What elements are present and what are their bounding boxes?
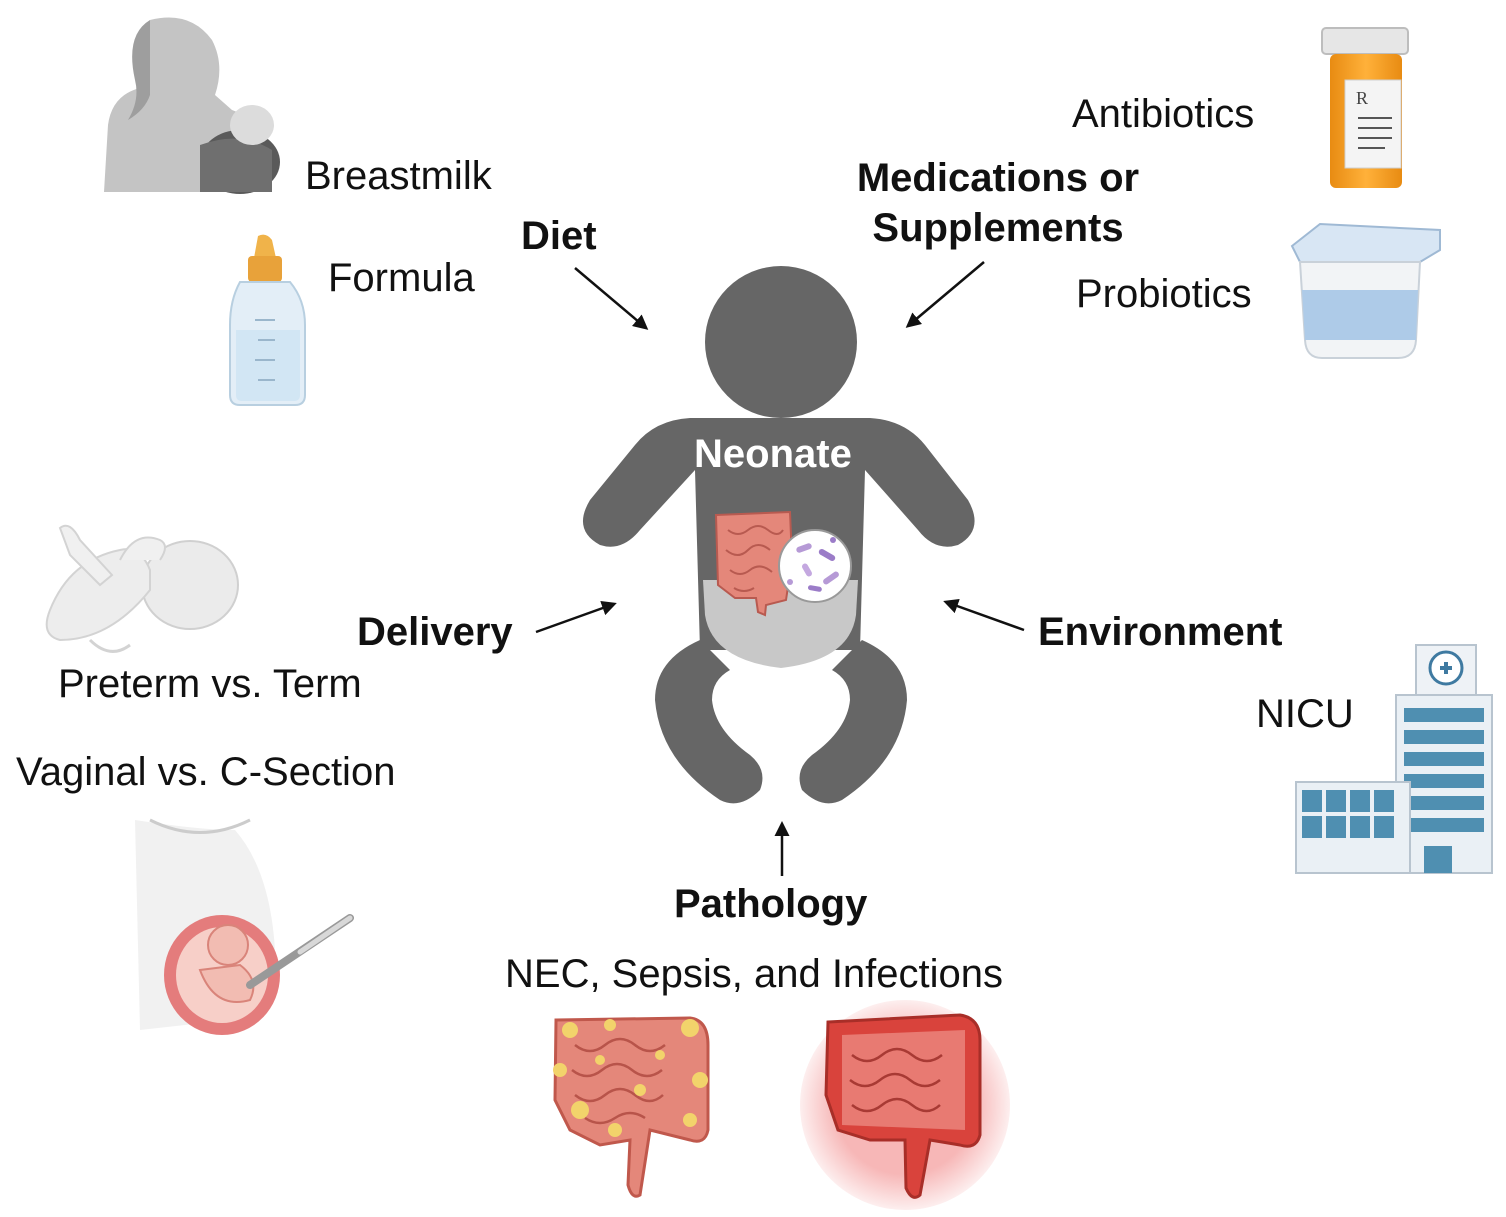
formula-label: Formula <box>328 256 475 300</box>
hospital-icon <box>1295 644 1493 874</box>
antibiotics-label: Antibiotics <box>1072 92 1255 136</box>
neonate-figure <box>582 266 975 804</box>
vaginal-csection-label: Vaginal vs. C-Section <box>16 750 396 794</box>
neonate-label: Neonate <box>694 432 852 476</box>
preterm-term-label: Preterm vs. Term <box>58 662 362 706</box>
breastfeeding-mother-icon <box>104 17 280 194</box>
preterm-fetus-icon <box>45 524 239 653</box>
rx-symbol: R <box>1356 88 1368 108</box>
antibiotics-bottle-icon: R <box>1321 27 1409 188</box>
baby-bottle-icon <box>229 234 306 406</box>
environment-arrow <box>943 598 1025 632</box>
neonate-head <box>705 266 857 418</box>
nec-intestine-icon <box>553 1016 710 1198</box>
diet-arrow <box>574 267 649 330</box>
medications-arrow <box>905 261 985 328</box>
microbiome-icon <box>778 529 852 603</box>
c-section-icon <box>135 818 354 1035</box>
pathology-conditions-label: NEC, Sepsis, and Infections <box>505 952 1004 996</box>
probiotics-cup-icon <box>1290 222 1441 359</box>
nicu-label: NICU <box>1256 692 1354 736</box>
neonate-right-leg <box>799 640 907 804</box>
probiotics-label: Probiotics <box>1076 272 1252 316</box>
diet-title: Diet <box>521 214 597 258</box>
delivery-arrow <box>535 600 617 634</box>
neonate-left-leg <box>655 640 763 804</box>
breastmilk-label: Breastmilk <box>305 154 492 198</box>
delivery-title: Delivery <box>357 610 513 654</box>
medications-title-line1: Medications or <box>856 156 1140 200</box>
inflamed-intestine-icon <box>800 1000 1010 1210</box>
medications-title-line2: Supplements <box>872 206 1124 250</box>
pathology-title: Pathology <box>674 882 868 926</box>
environment-title: Environment <box>1038 610 1283 654</box>
